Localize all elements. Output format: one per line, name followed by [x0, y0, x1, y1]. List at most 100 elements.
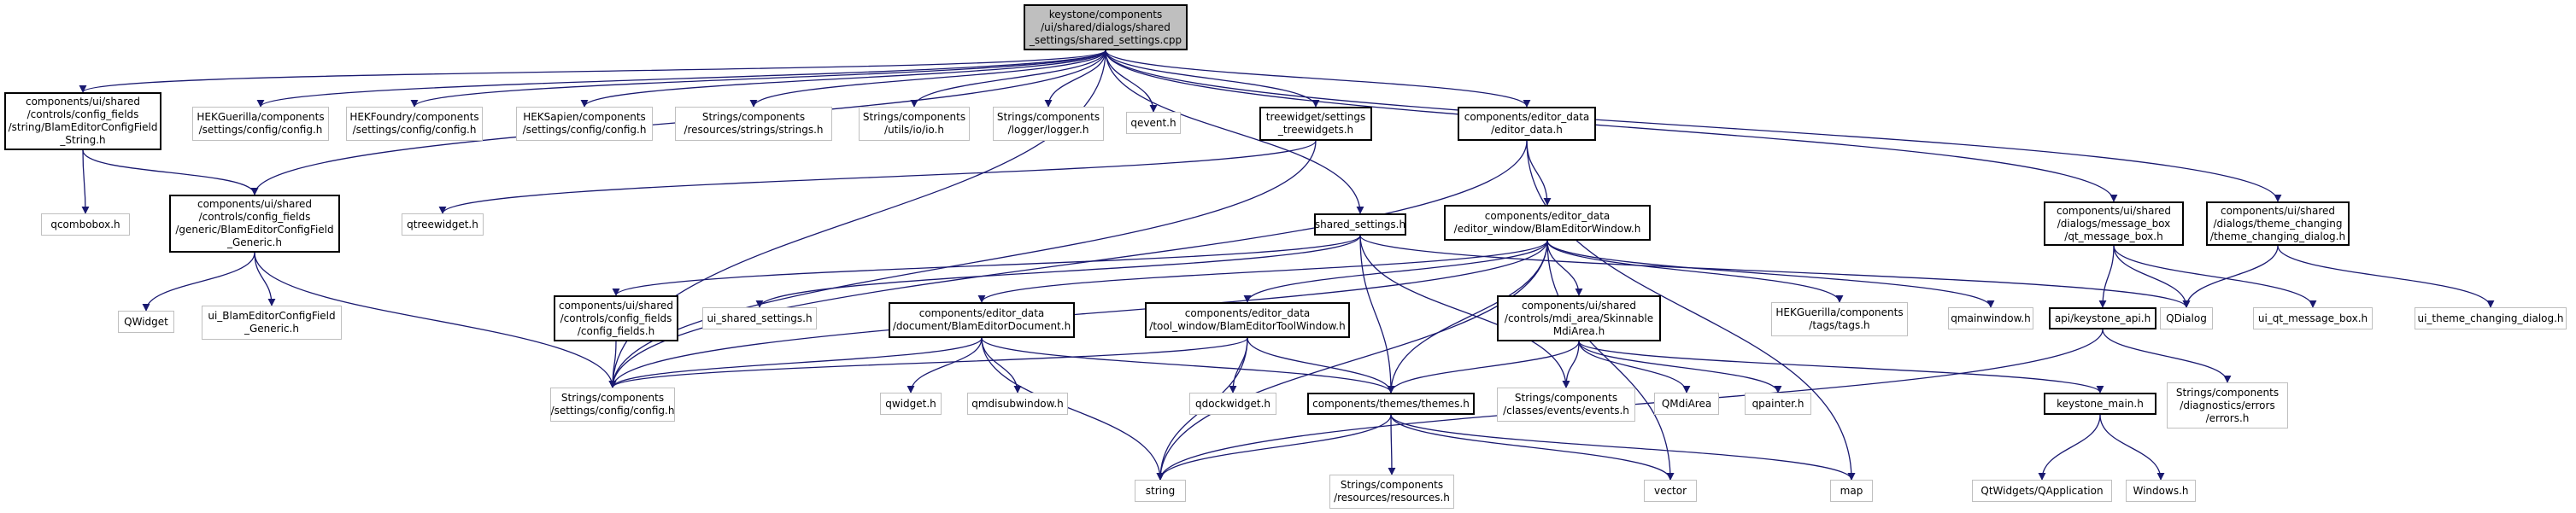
edge-themes-to-map: [1390, 414, 1856, 481]
node-heksapien-cfg: HEKSapien/components /settings/config/co…: [516, 107, 653, 141]
edge-skinnable_mdi-to-strings_events: [1562, 341, 1580, 388]
node-strings-resources: Strings/components /resources/resources.…: [1329, 475, 1454, 509]
edge-root-to-cfgstring: [79, 50, 1106, 93]
edge-themes-to-strings_resources: [1388, 414, 1396, 475]
node-msgbox: components/ui/shared /dialogs/message_bo…: [2044, 201, 2184, 246]
node-qmdisubwindow: qmdisubwindow.h: [967, 393, 1068, 415]
edge-root-to-msgbox: [1105, 50, 2118, 202]
node-ui-shared-settings: ui_shared_settings.h: [702, 307, 817, 329]
edge-shared_settings_h-to-strings_events: [1359, 235, 1570, 388]
edge-root-to-heksapien_cfg: [580, 50, 1106, 108]
edge-root-to-editor_data: [1105, 50, 1531, 108]
edge-editor_data-to-map: [1526, 140, 1856, 481]
node-qwidget-h: qwidget.h: [880, 393, 942, 415]
edge-blam_editor_window-to-hekguerilla_tags: [1546, 240, 1844, 303]
node-shared-settings-h: shared_settings.h: [1314, 213, 1406, 236]
node-skinnable-mdi: components/ui/shared /controls/mdi_area/…: [1497, 295, 1661, 341]
edge-skinnable_mdi-to-keystone_main: [1578, 341, 2104, 393]
edge-blam_editor_document-to-qmdisubwindow: [981, 337, 1022, 393]
node-hekguerilla-tags: HEKGuerilla/components /tags/tags.h: [1771, 302, 1908, 336]
node-blam-editor-window: components/editor_data /editor_window/Bl…: [1444, 205, 1651, 241]
edge-root-to-strings_logger: [1044, 50, 1106, 108]
node-keystone-api: api/keystone_api.h: [2049, 307, 2156, 329]
node-string: string: [1135, 480, 1186, 502]
edge-tool_window-to-qdockwidget: [1229, 337, 1248, 393]
node-ui-theme-dialog: ui_theme_changing_dialog.h: [2415, 307, 2567, 329]
node-ui-cfggeneric: ui_BlamEditorConfigField _Generic.h: [202, 306, 342, 340]
edge-blam_editor_window-to-qmainwindow: [1546, 240, 1995, 308]
edge-blam_editor_window-to-themes: [1387, 240, 1548, 393]
edge-themes-to-string: [1156, 414, 1392, 481]
edge-cfgstring-to-qcombobox: [81, 149, 90, 214]
edge-blam_editor_window-to-skinnable_mdi: [1546, 240, 1583, 296]
node-tool-window: components/editor_data /tool_window/Blam…: [1145, 302, 1350, 338]
edge-root-to-shared_settings_h: [1105, 50, 1364, 214]
node-hekfoundry-cfg: HEKFoundry/components /settings/config/c…: [346, 107, 483, 141]
edge-cfggeneric-to-ui_cfggeneric: [254, 252, 276, 306]
node-qmdiarea: QMdiArea: [1654, 393, 1719, 415]
node-keystone-main: keystone_main.h: [2044, 393, 2156, 415]
edge-root-to-hekfoundry_cfg: [410, 50, 1106, 108]
edge-root-to-hekguerilla_cfg: [256, 50, 1106, 108]
node-config-fields: components/ui/shared /controls/config_fi…: [554, 295, 678, 341]
edge-root-to-strings_io: [910, 50, 1106, 108]
edge-keystone_main-to-windows: [2099, 414, 2165, 481]
node-strings-config: Strings/components /settings/config/conf…: [550, 388, 675, 422]
node-strings-res: Strings/components /resources/strings/st…: [675, 107, 832, 141]
edge-blam_editor_document-to-qwidget_h: [907, 337, 983, 393]
edge-shared_settings_h-to-themes: [1359, 235, 1395, 393]
edge-cfggeneric-to-qwidget_cls: [142, 252, 255, 312]
node-strings-io: Strings/components /utils/io/io.h: [859, 107, 970, 141]
edge-shared_settings_h-to-qdialog: [1359, 235, 2191, 308]
edge-keystone_api-to-strings_errors: [2102, 329, 2232, 383]
edge-blam_editor_window-to-vector: [1546, 240, 1675, 481]
node-themes: components/themes/themes.h: [1307, 393, 1475, 415]
node-qdockwidget: qdockwidget.h: [1189, 393, 1276, 415]
edge-cfgstring-to-cfggeneric: [82, 149, 259, 195]
node-qpainter: qpainter.h: [1745, 393, 1811, 415]
node-ui-qt-msgbox: ui_qt_message_box.h: [2253, 307, 2373, 329]
node-vector: vector: [1644, 480, 1697, 502]
edge-blam_editor_window-to-string: [1156, 240, 1548, 481]
node-strings-errors: Strings/components /diagnostics/errors /…: [2167, 382, 2288, 428]
node-qwidget-cls: QWidget: [118, 311, 174, 333]
node-cfgstring: components/ui/shared /controls/config_fi…: [4, 92, 161, 150]
edge-editor_data-to-blam_editor_window: [1526, 140, 1552, 206]
edge-root-to-theme_dialog: [1105, 50, 2282, 202]
edge-msgbox-to-ui_qt_msgbox: [2113, 245, 2317, 308]
edge-msgbox-to-keystone_api: [2098, 245, 2115, 308]
node-root: keystone/components /ui/shared/dialogs/s…: [1024, 4, 1188, 50]
edge-tool_window-to-strings_config: [608, 337, 1248, 388]
node-hekguerilla-cfg: HEKGuerilla/components /settings/config/…: [192, 107, 329, 141]
edge-blam_editor_window-to-blam_editor_document: [977, 240, 1548, 303]
node-blam-editor-document: components/editor_data /document/BlamEdi…: [889, 302, 1075, 338]
edge-treewidget_settings-to-qtreewidget: [438, 140, 1317, 214]
edge-skinnable_mdi-to-qmdiarea: [1578, 341, 1691, 393]
node-qmainwindow: qmainwindow.h: [1948, 307, 2033, 329]
edge-themes-to-vector: [1390, 414, 1675, 481]
edge-skinnable_mdi-to-themes: [1387, 341, 1580, 393]
node-qapplication: QtWidgets/QApplication: [1972, 480, 2112, 502]
node-strings-events: Strings/components /classes/events/event…: [1497, 388, 1635, 422]
edge-blam_editor_document-to-string: [981, 337, 1165, 481]
edge-blam_editor_window-to-strings_config: [608, 240, 1548, 388]
edge-root-to-qevent: [1105, 50, 1158, 113]
edge-theme_dialog-to-qdialog: [2182, 245, 2279, 308]
edge-tool_window-to-themes: [1247, 337, 1395, 393]
edge-treewidget_settings-to-strings_config: [608, 140, 1317, 388]
edge-shared_settings_h-to-ui_shared_settings: [755, 235, 1361, 308]
edge-blam_editor_document-to-themes: [981, 337, 1395, 393]
edge-msgbox-to-qdialog: [2113, 245, 2191, 308]
node-qcombobox: qcombobox.h: [41, 213, 130, 236]
edge-keystone_main-to-qapplication: [2038, 414, 2101, 481]
node-windows: Windows.h: [2126, 480, 2196, 502]
node-cfggeneric: components/ui/shared /controls/config_fi…: [169, 195, 340, 253]
node-theme-dialog: components/ui/shared /dialogs/theme_chan…: [2206, 201, 2350, 246]
edge-shared_settings_h-to-config_fields: [612, 235, 1361, 296]
edge-theme_dialog-to-ui_theme_dialog: [2277, 245, 2495, 308]
edge-cfggeneric-to-strings_config: [254, 252, 617, 388]
node-editor-data: components/editor_data /editor_data.h: [1458, 107, 1596, 141]
node-qtreewidget: qtreewidget.h: [402, 213, 484, 236]
edge-root-to-strings_res: [749, 50, 1106, 108]
